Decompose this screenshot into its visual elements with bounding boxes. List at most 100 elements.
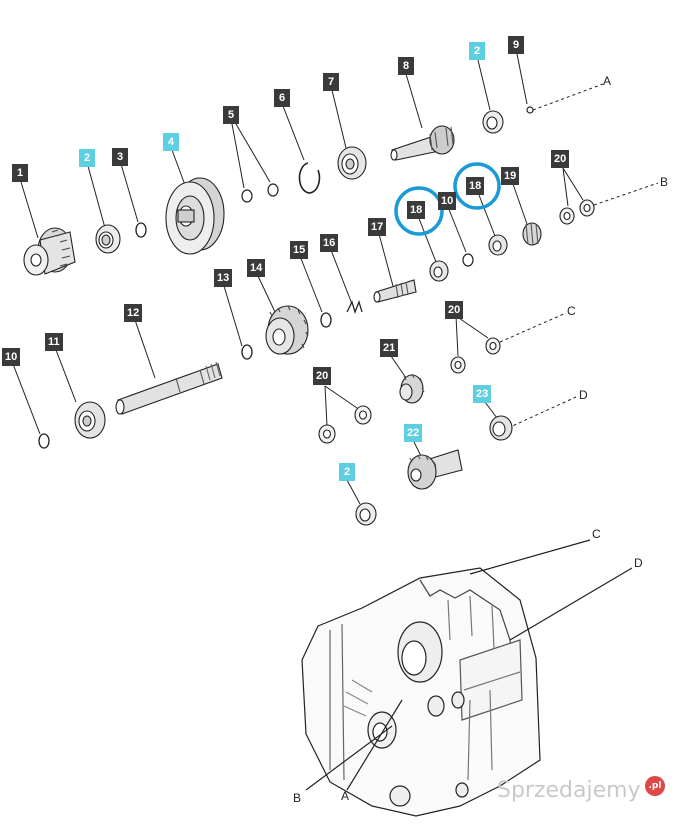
leader-line <box>390 355 407 379</box>
leader-line <box>55 349 77 403</box>
callout-19: 19 <box>501 167 520 185</box>
leader-line <box>299 255 323 313</box>
callout-10: 10 <box>438 192 457 210</box>
leader-line <box>324 385 358 409</box>
label-b: B <box>660 175 669 189</box>
leader-line <box>346 479 361 505</box>
callout-21: 21 <box>380 339 399 357</box>
leader-line <box>417 215 437 263</box>
part-22-gear-shaft <box>407 449 463 490</box>
leader-line <box>87 165 106 229</box>
leader-line <box>12 363 41 435</box>
label-a: A <box>341 789 350 803</box>
callout-3: 3 <box>112 148 128 166</box>
part-10-ring <box>462 253 474 267</box>
part-2-bearing <box>482 110 504 134</box>
label-c: C <box>567 304 576 318</box>
gearbox-housing <box>301 539 633 817</box>
part-6-circlip <box>298 162 321 194</box>
callout-2: 2 <box>339 463 355 481</box>
leader-line <box>447 206 467 253</box>
leader-line <box>484 401 498 419</box>
leader-line <box>20 181 39 239</box>
callout-18: 18 <box>407 201 426 219</box>
part-20-washers <box>450 337 501 374</box>
callout-17: 17 <box>368 218 387 236</box>
callout-18: 18 <box>466 177 485 195</box>
leader-line <box>512 183 528 225</box>
highlight-ring <box>394 186 444 236</box>
part-10-ring <box>38 433 50 449</box>
part-20-washers <box>318 405 372 444</box>
label-d: D <box>634 556 643 570</box>
callout-5: 5 <box>223 106 239 124</box>
callout-20: 20 <box>313 367 332 385</box>
callout-14: 14 <box>247 259 266 277</box>
leader-line <box>477 59 491 111</box>
part-20-washers <box>559 199 595 225</box>
leader-line <box>405 73 423 129</box>
part-21-gear <box>399 373 425 404</box>
part-4-hub <box>165 177 225 255</box>
leader-line <box>455 315 489 339</box>
leader-line <box>331 89 347 149</box>
part-12-shaft <box>115 361 223 415</box>
leader-line <box>257 275 277 315</box>
callout-10: 10 <box>2 348 21 366</box>
part-2-bearing <box>95 224 121 254</box>
part-11-bearing <box>74 401 106 439</box>
watermark-text: Sprzedajemy <box>497 778 641 803</box>
leader-line <box>134 319 156 379</box>
callout-15: 15 <box>290 241 309 259</box>
leader-line <box>499 312 567 343</box>
watermark-badge: .pl <box>645 776 665 796</box>
callout-2: 2 <box>79 149 95 167</box>
label-c: C <box>592 527 601 541</box>
leader-line <box>507 396 577 429</box>
callout-2: 2 <box>469 42 485 60</box>
leader-line <box>324 385 328 427</box>
leader-line <box>120 163 139 223</box>
part-13-ring <box>241 344 253 360</box>
leader-line <box>282 105 305 161</box>
part-16-spring <box>346 300 363 314</box>
leader-line <box>562 167 569 207</box>
leader-line <box>532 83 604 111</box>
callout-12: 12 <box>124 304 143 322</box>
leader-line <box>455 315 459 357</box>
callout-8: 8 <box>398 57 414 75</box>
callout-7: 7 <box>323 73 339 91</box>
callout-4: 4 <box>163 133 179 151</box>
label-b: B <box>293 791 302 805</box>
part-18-bearing <box>488 234 508 256</box>
callout-1: 1 <box>12 164 28 182</box>
part-19-gear <box>522 222 542 246</box>
callout-23: 23 <box>473 385 492 403</box>
callout-9: 9 <box>508 36 524 54</box>
label-d: D <box>579 388 588 402</box>
part-23-bearing <box>489 415 513 441</box>
label-a: A <box>603 74 612 88</box>
part-15-ring <box>320 312 332 328</box>
leader-line <box>378 233 394 287</box>
leader-line <box>171 149 186 186</box>
callout-11: 11 <box>45 333 63 351</box>
part-5-ring <box>241 189 253 203</box>
leader-line <box>516 53 528 105</box>
callout-13: 13 <box>214 269 233 287</box>
leader-line <box>330 249 353 305</box>
callout-20: 20 <box>445 301 464 319</box>
part-14-gear <box>265 305 309 355</box>
leader-line <box>478 194 496 237</box>
callout-16: 16 <box>320 234 339 252</box>
callout-6: 6 <box>274 89 290 107</box>
part-5-ring <box>267 183 279 197</box>
leader-line <box>223 285 243 347</box>
callout-20: 20 <box>551 150 570 168</box>
part-9-ball <box>526 106 534 114</box>
part-1-gear <box>23 227 76 276</box>
leader-line <box>562 167 584 201</box>
leader-line <box>235 123 271 183</box>
